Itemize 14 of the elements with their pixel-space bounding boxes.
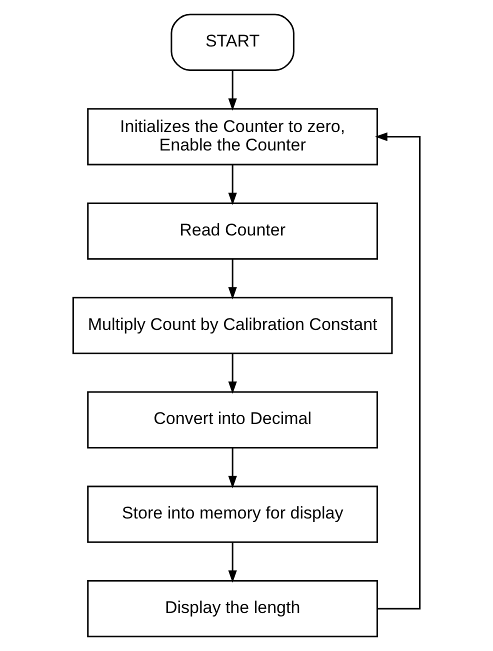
arrow <box>228 165 237 206</box>
node-box: Read Counter <box>87 202 378 260</box>
node-box: START <box>170 14 294 71</box>
node-box: Store into memory for display <box>87 486 378 543</box>
arrow <box>374 132 421 610</box>
node-box: Initializes the Counter to zero, Enable the Counter <box>87 108 378 166</box>
arrow <box>228 448 237 488</box>
node-box: Convert into Decimal <box>87 391 378 449</box>
arrow <box>228 259 237 300</box>
arrow <box>228 354 237 394</box>
arrow <box>228 542 237 583</box>
node-box: Display the length <box>87 580 378 638</box>
arrow <box>228 70 237 111</box>
node-box: Multiply Count by Calibration Constant <box>72 296 393 354</box>
